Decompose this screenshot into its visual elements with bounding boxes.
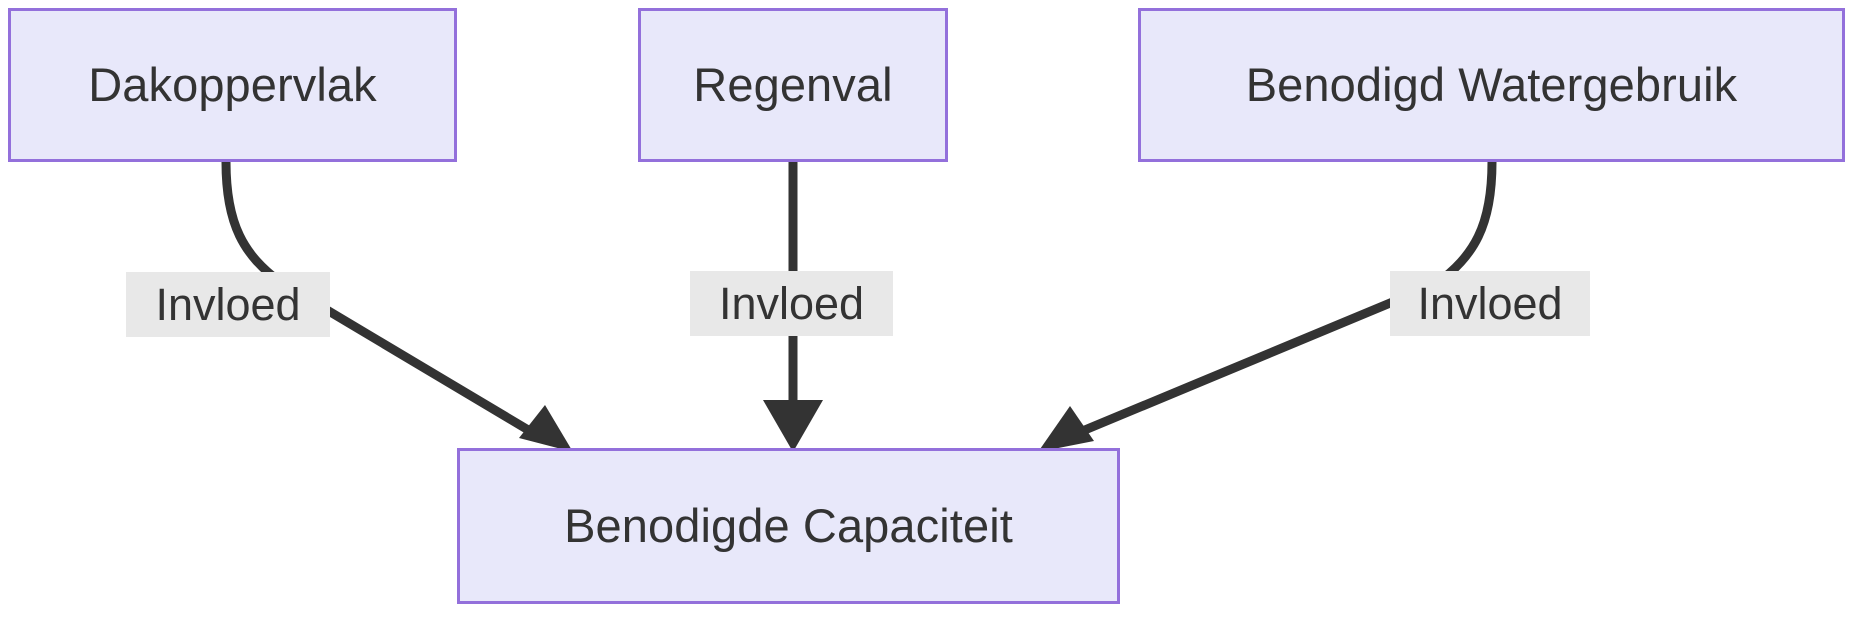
node-dakoppervlak[interactable]: Dakoppervlak (8, 8, 457, 162)
node-dakoppervlak-label: Dakoppervlak (88, 58, 377, 112)
node-regenval-label: Regenval (693, 58, 893, 112)
node-benodigd-watergebruik-label: Benodigd Watergebruik (1245, 58, 1738, 112)
node-benodigd-watergebruik[interactable]: Benodigd Watergebruik (1138, 8, 1845, 162)
node-benodigde-capaciteit[interactable]: Benodigde Capaciteit (457, 448, 1120, 604)
edge-label-watergebruik-capaciteit: Invloed (1390, 271, 1590, 336)
node-regenval[interactable]: Regenval (638, 8, 948, 162)
edge-arrowhead-2 (763, 400, 823, 452)
node-benodigde-capaciteit-label: Benodigde Capaciteit (564, 499, 1013, 553)
edge-arrowhead-3 (1038, 406, 1094, 452)
edge-label-dakoppervlak-capaciteit: Invloed (126, 272, 330, 337)
edge-label-regenval-capaciteit: Invloed (690, 271, 893, 336)
edge-arrowhead-1 (519, 405, 573, 452)
